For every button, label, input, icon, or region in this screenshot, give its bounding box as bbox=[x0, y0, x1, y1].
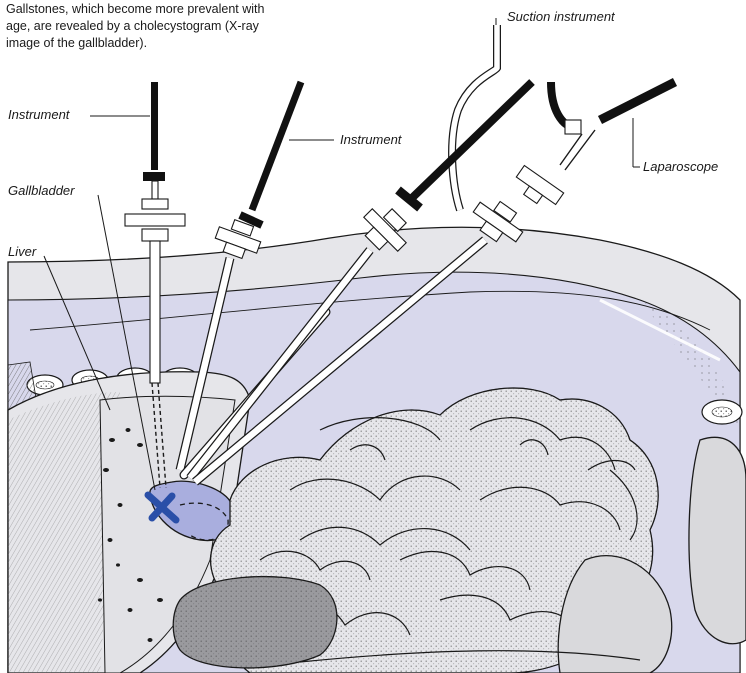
caption-line-2: age, are revealed by a cholecystogram (X… bbox=[6, 19, 260, 33]
label-laparoscope: Laparoscope bbox=[643, 159, 718, 174]
kidney bbox=[173, 577, 337, 668]
label-instrument-left: Instrument bbox=[8, 107, 71, 122]
label-gallbladder: Gallbladder bbox=[8, 183, 75, 198]
caption-line-1: Gallstones, which become more prevalent … bbox=[6, 2, 265, 16]
label-suction-instrument: Suction instrument bbox=[507, 9, 616, 24]
label-instrument-center: Instrument bbox=[340, 132, 403, 147]
caption: Gallstones, which become more prevalent … bbox=[6, 2, 265, 50]
caption-line-3: image of the gallbladder). bbox=[6, 36, 147, 50]
label-liver: Liver bbox=[8, 244, 37, 259]
